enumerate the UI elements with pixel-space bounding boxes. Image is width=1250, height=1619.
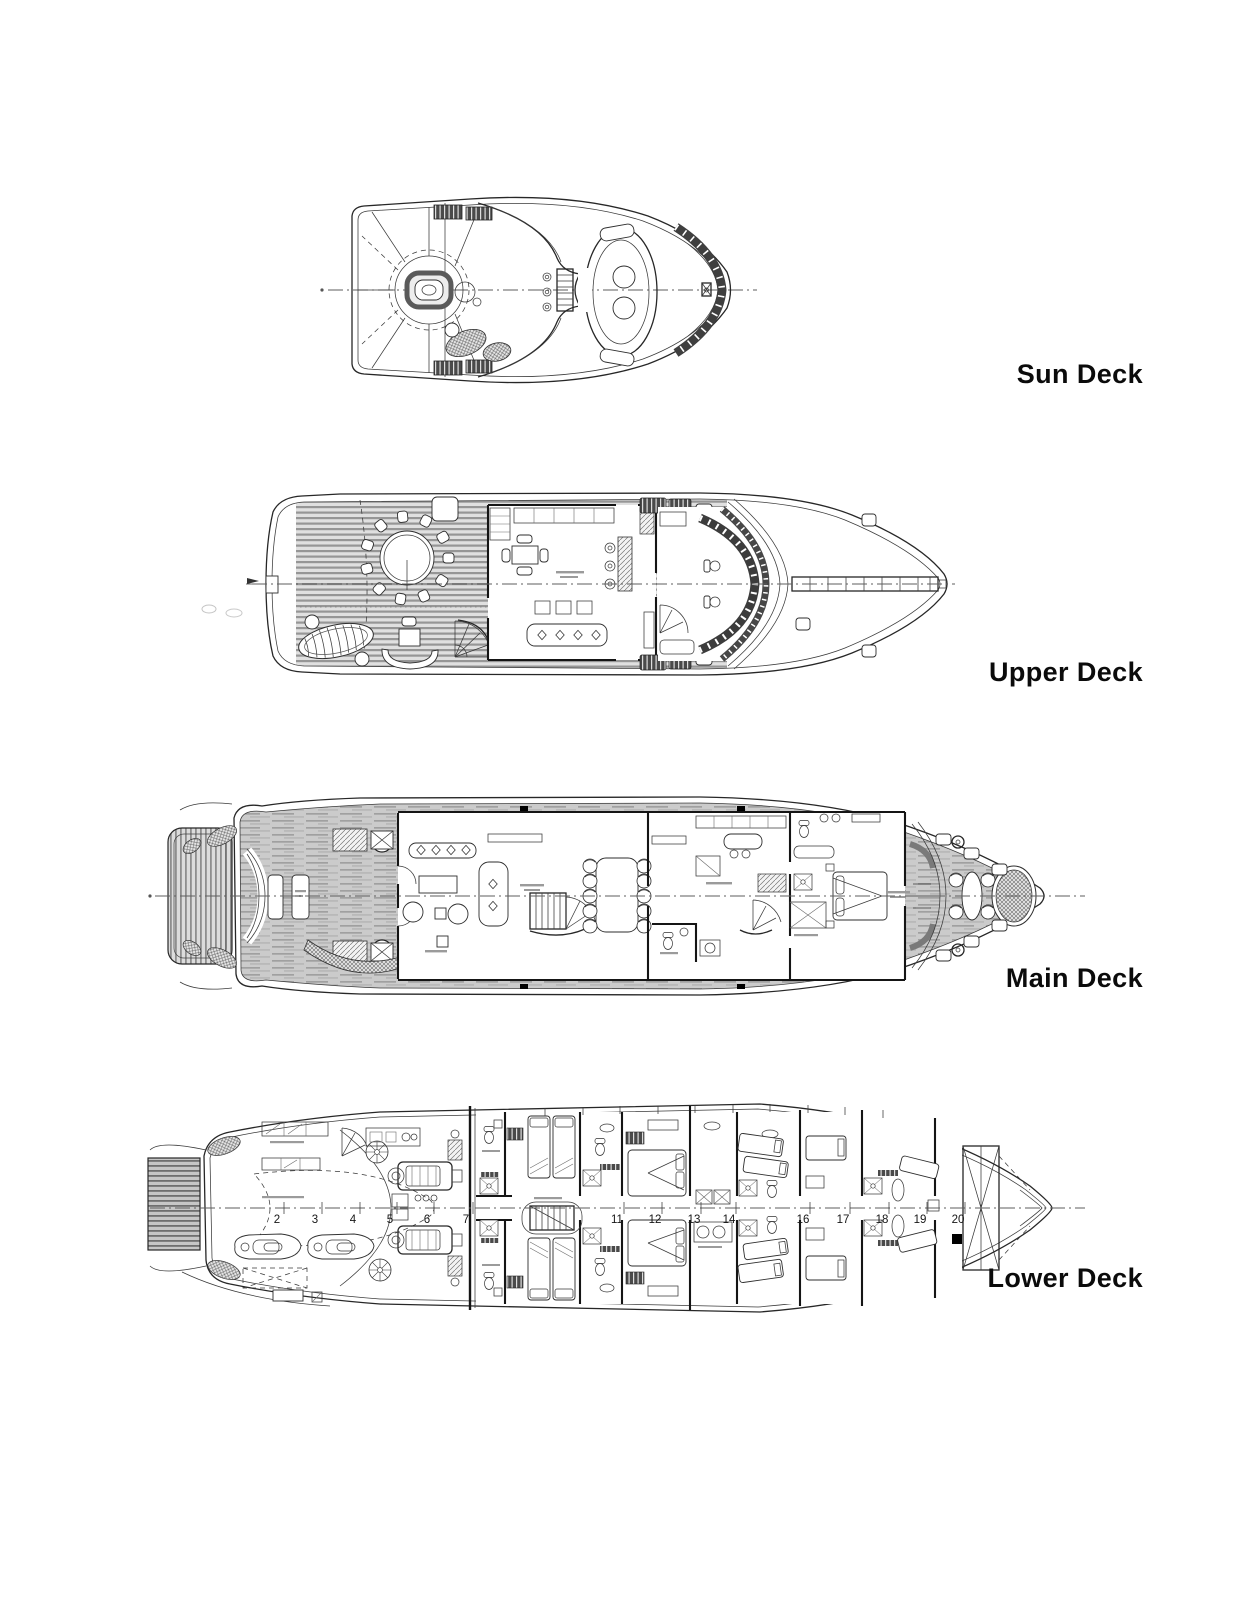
salon-sofa (408, 842, 477, 859)
upper-deck-label: Upper Deck (988, 657, 1143, 687)
lower-deck-label: Lower Deck (987, 1263, 1143, 1293)
upper-deck-hull-outline (265, 492, 948, 676)
sun-deck-plan (320, 196, 757, 384)
jet-ski (307, 1233, 375, 1260)
frame-number: 20 (952, 1214, 965, 1226)
frame-number: 12 (649, 1214, 662, 1226)
aft-settee (381, 616, 439, 670)
frame-number: 7 (463, 1214, 469, 1226)
main-deck-label: Main Deck (1005, 963, 1143, 993)
bow-cockpit (911, 821, 1037, 971)
jet-ski (234, 1233, 302, 1260)
upper-deck-plan (201, 492, 955, 676)
sun-deck-settee (578, 223, 658, 367)
vip-cabin (625, 1219, 687, 1297)
sky-lounge-sofa (526, 623, 608, 647)
frame-number: 17 (837, 1214, 850, 1226)
bathtub (793, 845, 835, 859)
laundry (693, 1221, 733, 1248)
dining-area (582, 835, 687, 934)
vip-cabin (625, 1119, 687, 1197)
engine (387, 1225, 463, 1255)
circular-stairs (739, 899, 782, 935)
frame-number: 5 (387, 1214, 393, 1226)
sky-lounge (486, 503, 658, 662)
frame-number: 16 (797, 1214, 810, 1226)
frame-number: 13 (688, 1214, 701, 1226)
frame-number: 4 (350, 1214, 357, 1226)
sun-lounger (298, 622, 374, 660)
sun-deck-hull-outline (351, 196, 732, 384)
blower-fan (368, 1258, 392, 1282)
blower-fan (365, 1140, 389, 1164)
main-staircase (521, 1197, 583, 1235)
frame-stations: 2 3 4 5 6 7 11 12 13 14 16 17 18 19 20 (274, 1202, 966, 1226)
accommodation (476, 1106, 1043, 1310)
sun-deck-label: Sun Deck (1016, 359, 1143, 389)
crew-cabin (737, 1133, 789, 1179)
frame-number: 6 (424, 1214, 430, 1226)
transom-door (265, 575, 279, 594)
galley (695, 815, 787, 893)
frame-number: 14 (723, 1214, 736, 1226)
lower-deck-hull-outline (203, 1103, 1053, 1313)
frame-number: 19 (914, 1214, 927, 1226)
alfresco-dining-table (360, 510, 455, 606)
tender-outline (253, 1170, 435, 1246)
dining-table (595, 857, 639, 933)
garage-stairs (341, 1127, 369, 1157)
deck-box (431, 496, 459, 522)
frame-number: 18 (876, 1214, 889, 1226)
crew-cabin (737, 1237, 789, 1283)
guest-cabin-twin (506, 1237, 576, 1301)
transom-stairs (147, 1157, 201, 1251)
galley-island (723, 833, 763, 850)
bar-counter (617, 536, 633, 592)
engine-room (387, 1129, 463, 1287)
frame-number: 11 (611, 1214, 623, 1226)
coffee-table (418, 875, 458, 894)
frame-number: 2 (274, 1214, 280, 1226)
tender-garage (234, 1121, 435, 1303)
frame-number: 3 (312, 1214, 318, 1226)
salon (402, 833, 597, 953)
engine (387, 1161, 463, 1191)
salon-chaise (478, 861, 509, 927)
main-deck-plan (148, 796, 1085, 996)
helm-console (542, 268, 574, 312)
mast-symbol (701, 282, 712, 297)
stern-flag-icon (247, 578, 259, 584)
sunpad-locker (433, 204, 463, 220)
lower-deck-plan: 2 3 4 5 6 7 11 12 13 14 16 17 18 19 20 (147, 1103, 1085, 1313)
jacuzzi (388, 249, 470, 331)
guest-cabin-twin (506, 1115, 576, 1179)
powder-room (652, 922, 698, 962)
salon-stairs (529, 892, 597, 936)
